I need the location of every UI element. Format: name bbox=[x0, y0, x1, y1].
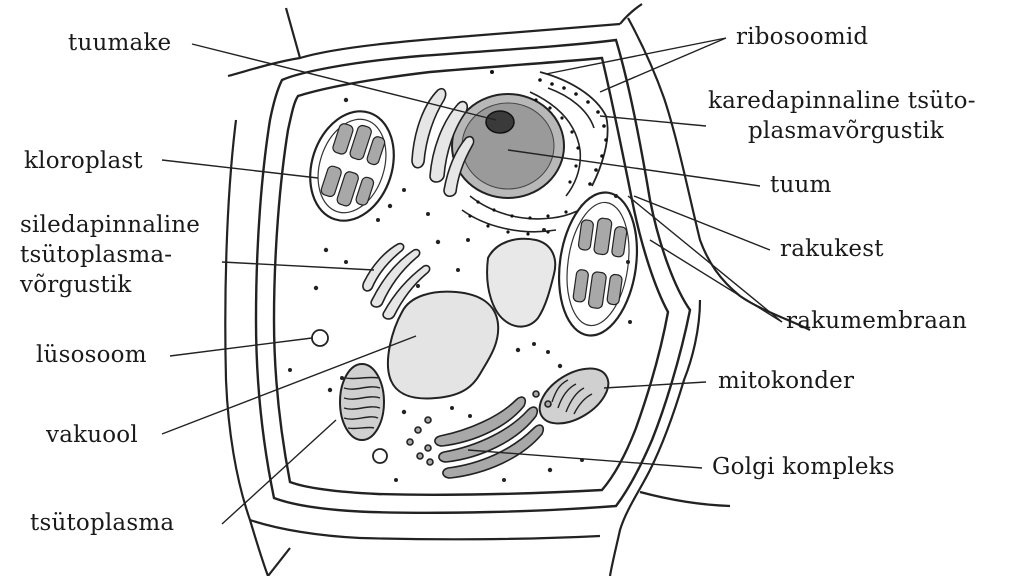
leader-vakuool bbox=[161, 335, 417, 435]
leader-kloroplast bbox=[161, 159, 319, 179]
label-karedapinnaline-line1: karedapinnaline tsüto- bbox=[708, 88, 976, 114]
label-golgi: Golgi kompleks bbox=[712, 454, 895, 480]
small-vacuole bbox=[486, 237, 557, 328]
label-lusosoom: lüsosoom bbox=[36, 342, 147, 368]
smooth-er-middle bbox=[362, 242, 431, 320]
label-siledapinnaline-line1: siledapinnaline bbox=[20, 212, 201, 238]
lysosome-2 bbox=[372, 448, 388, 464]
label-karedapinnaline-line2: plasmavõrgustik bbox=[748, 118, 944, 144]
leader-tuum bbox=[507, 149, 761, 187]
leader-ribosoomid-b bbox=[599, 37, 727, 93]
leader-tuumake bbox=[191, 43, 497, 121]
golgi-apparatus bbox=[406, 390, 552, 479]
leader-rakumembraan-b bbox=[627, 195, 783, 323]
label-rakukest: rakukest bbox=[780, 236, 884, 262]
label-siledapinnaline: siledapinnaline tsütoplasma- võrgustik bbox=[20, 210, 200, 300]
nucleus-with-rough-er bbox=[451, 70, 609, 236]
leader-lines bbox=[161, 37, 783, 525]
leader-lusosoom bbox=[169, 337, 313, 357]
leader-golgi bbox=[467, 449, 703, 469]
mitochondrion-right bbox=[538, 367, 610, 425]
mitochondrion-left bbox=[339, 363, 385, 441]
label-tuumake: tuumake bbox=[68, 30, 172, 56]
leader-tsutoplasma bbox=[221, 419, 337, 525]
smooth-er-top bbox=[411, 87, 475, 198]
label-rakumembraan: rakumembraan bbox=[786, 308, 968, 334]
label-tsutoplasma: tsütoplasma bbox=[30, 510, 175, 536]
label-ribosoomid: ribosoomid bbox=[736, 24, 869, 50]
label-siledapinnaline-line3: võrgustik bbox=[20, 272, 132, 298]
label-vakuool: vakuool bbox=[46, 422, 138, 448]
label-kloroplast: kloroplast bbox=[24, 148, 143, 174]
leader-karedapinnaline bbox=[599, 115, 707, 127]
label-tuum: tuum bbox=[770, 172, 832, 198]
label-siledapinnaline-line2: tsütoplasma- bbox=[20, 242, 173, 268]
leader-ribosoomid-a bbox=[545, 37, 727, 75]
label-karedapinnaline: karedapinnaline tsüto- plasmavõrgustik bbox=[708, 86, 976, 146]
label-mitokonder: mitokonder bbox=[718, 368, 855, 394]
chloroplast-left bbox=[309, 110, 395, 222]
cell-wall bbox=[254, 38, 692, 514]
leader-rakukest bbox=[633, 195, 771, 251]
lysosome bbox=[311, 329, 329, 347]
leader-siledapinnaline bbox=[221, 261, 375, 271]
leader-rakumembraan-a bbox=[649, 239, 783, 323]
leader-mitokonder bbox=[603, 381, 707, 389]
chloroplast-right bbox=[557, 191, 639, 337]
vacuole bbox=[386, 290, 500, 400]
